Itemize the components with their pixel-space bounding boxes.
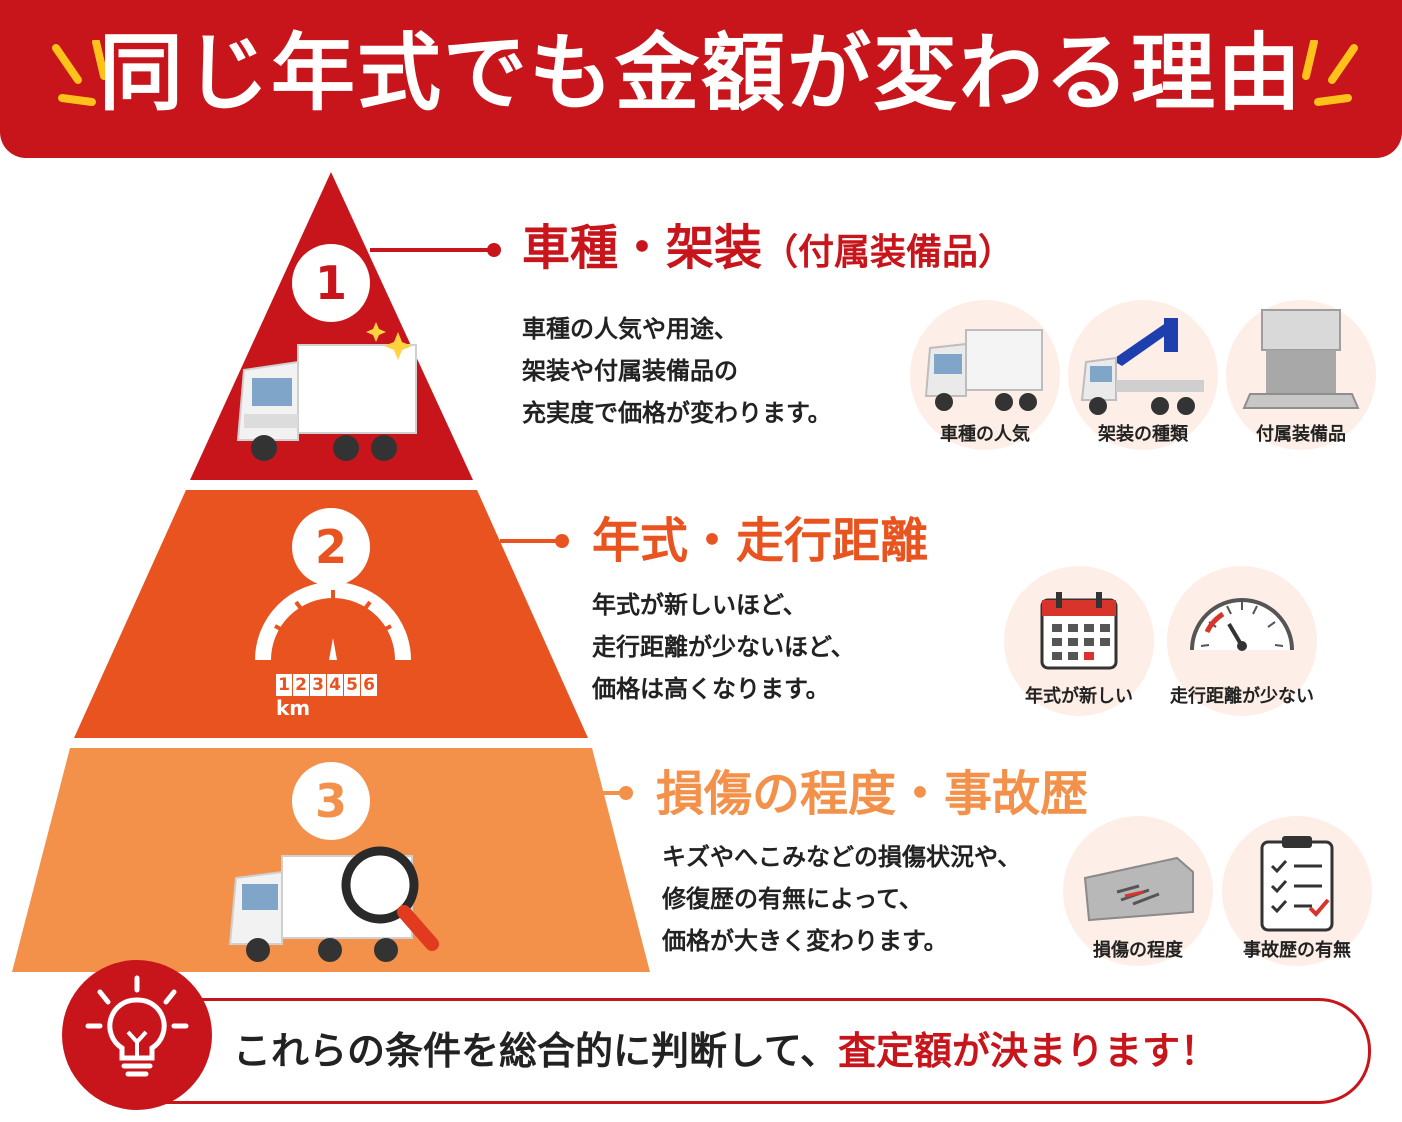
tier-1-number: 1 xyxy=(292,244,370,322)
tier-3-line: 修復歴の有無によって、 xyxy=(662,885,923,913)
odometer-digit: 3 xyxy=(310,674,326,696)
icon-label: 付属装備品 xyxy=(1256,424,1346,445)
icon-label: 事故歴の有無 xyxy=(1243,940,1351,961)
icon-label: 年式が新しい xyxy=(1025,686,1133,707)
icon-label: 車種の人気 xyxy=(940,424,1030,445)
burst-right-icon xyxy=(1302,40,1358,106)
tier-2-line: 年式が新しいほど、 xyxy=(592,591,807,619)
truck-magnifier-icon xyxy=(228,846,439,962)
connector-dot-1 xyxy=(487,243,501,257)
icon-label: 走行距離が少ない xyxy=(1170,686,1314,707)
damaged-panel-icon xyxy=(1063,816,1213,966)
tier-3-line: キズやへこみなどの損傷状況や、 xyxy=(662,843,1022,871)
odometer-digit: 2 xyxy=(293,674,309,696)
speedometer-icon xyxy=(255,582,411,661)
odometer-unit: km xyxy=(276,696,311,720)
tier-1-heading-main: 車種・架装 xyxy=(522,220,763,276)
tier-3-heading: 損傷の程度・事故歴 xyxy=(656,766,1089,822)
burst-left-icon xyxy=(52,40,108,106)
tier-3-description: キズやへこみなどの損傷状況や、 修復歴の有無によって、 価格が大きく変わります。 xyxy=(662,836,1021,962)
connector-dot-2 xyxy=(555,534,569,548)
checklist-icon xyxy=(1222,816,1372,966)
icon-label: 架装の種類 xyxy=(1098,424,1188,445)
header-banner: 同じ年式でも金額が変わる理由 xyxy=(0,0,1402,158)
odometer: 1 2 3 4 5 6 xyxy=(276,674,377,696)
footer-text-highlight: 査定額が決まります！ xyxy=(837,1029,1218,1073)
tier-2-number: 2 xyxy=(292,508,370,586)
connector-dot-3 xyxy=(619,786,633,800)
tier-1-line: 充実度で価格が変わります。 xyxy=(522,399,832,427)
tier-1-line: 車種の人気や用途、 xyxy=(522,315,738,343)
tier-1-description: 車種の人気や用途、 架装や付属装備品の 充実度で価格が変わります。 xyxy=(522,308,832,434)
tier-2-description: 年式が新しいほど、 走行距離が少ないほど、 価格は高くなります。 xyxy=(592,584,855,710)
tier-2-line: 走行距離が少ないほど、 xyxy=(592,633,855,661)
tier-1-line: 架装や付属装備品の xyxy=(522,357,738,385)
box-truck-icon xyxy=(236,322,417,461)
tier-3-line: 価格が大きく変わります。 xyxy=(662,927,948,955)
tier-3-number: 3 xyxy=(292,762,370,840)
footer-callout: これらの条件を総合的に判断して、査定額が決まります！ xyxy=(110,998,1371,1104)
power-gate-icon xyxy=(1226,300,1376,450)
tier-2-heading: 年式・走行距離 xyxy=(592,513,929,569)
odometer-digit: 1 xyxy=(276,674,292,696)
page-title: 同じ年式でも金額が変わる理由 xyxy=(98,24,1303,122)
pyramid-tier-2 xyxy=(74,490,588,738)
lightbulb-icon xyxy=(62,960,212,1110)
crane-truck-icon xyxy=(1068,300,1218,450)
odometer-digit: 4 xyxy=(327,674,343,696)
truck-icon xyxy=(910,300,1060,450)
odometer-digit: 5 xyxy=(344,674,360,696)
gauge-icon xyxy=(1167,566,1317,716)
odometer-digit: 6 xyxy=(361,674,377,696)
calendar-icon xyxy=(1004,566,1154,716)
footer-text-main: これらの条件を総合的に判断して、 xyxy=(233,1029,838,1073)
footer-text: これらの条件を総合的に判断して、査定額が決まります！ xyxy=(233,1001,1353,1101)
icon-label: 損傷の程度 xyxy=(1093,940,1183,961)
tier-1-heading: 車種・架装（付属装備品） xyxy=(522,218,1014,283)
tier-2-line: 価格は高くなります。 xyxy=(592,675,830,703)
tier-1-heading-paren: （付属装備品） xyxy=(762,232,1015,273)
